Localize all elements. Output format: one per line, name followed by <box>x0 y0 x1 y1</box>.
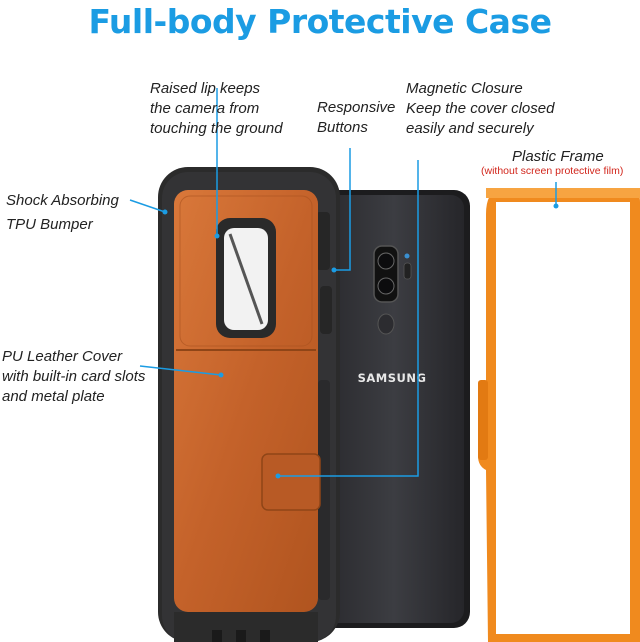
plastic-frame-note: (without screen protective film) <box>481 165 624 177</box>
callout-dots <box>162 203 559 479</box>
raised-lip-callout: Raised lip keeps the camera from touchin… <box>150 80 283 137</box>
fingerprint-sensor <box>377 313 395 335</box>
shock-absorbing-callout: Shock Absorbing TPU Bumper <box>6 192 119 233</box>
case-with-leather-cover <box>158 167 340 642</box>
brand-label: SAMSUNG <box>358 371 427 385</box>
power-button <box>320 286 332 334</box>
callout-pointers <box>129 88 557 477</box>
pu-leather-callout: PU Leather Cover with built-in card slot… <box>2 348 146 405</box>
page-title: Full-body Protective Case <box>88 2 552 41</box>
magnetic-flap <box>261 453 321 511</box>
orange-plastic-frame <box>478 188 640 642</box>
magnetic-closure-callout: Magnetic Closure Keep the cover closed e… <box>406 80 555 137</box>
responsive-buttons-callout: Responsive Buttons <box>317 99 396 136</box>
volume-buttons <box>316 212 330 270</box>
phone-back <box>318 190 470 628</box>
plastic-frame-callout: Plastic Frame <box>512 148 604 165</box>
